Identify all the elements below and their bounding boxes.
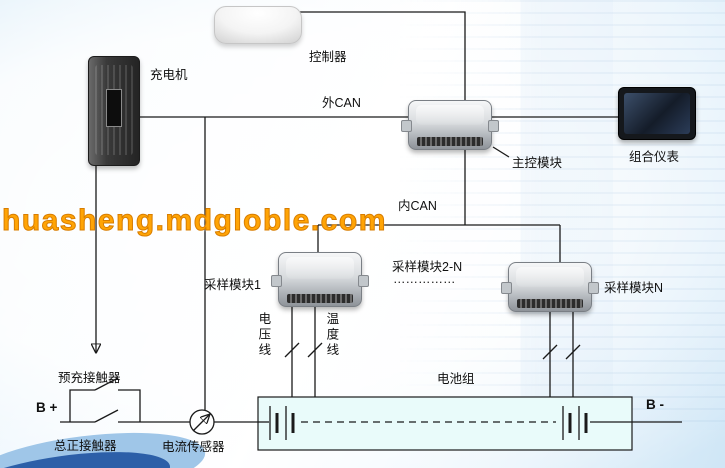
ext-can-label: 外CAN [322,96,361,110]
mounting-ear-icon [358,274,369,287]
b-plus-label: B + [36,400,58,415]
current-sensor-label: 电流传感器 [162,440,225,454]
main-module-pointer-line [492,146,510,158]
controller-label: 控制器 [309,50,347,64]
mounting-ear-icon [401,120,412,132]
temperature-line-label: 温度线 [324,312,339,359]
voltage-line-label: 电压线 [256,312,271,359]
sampling-module-n-device [501,262,599,312]
battery-cell-symbols [258,406,682,440]
sampling-module-1-label: 采样模块1 [204,278,261,292]
precharge-contactor-label: 预充接触器 [58,371,121,385]
b-minus-label: B - [646,397,664,412]
sampling-module-n-label: 采样模块N [604,281,664,295]
instrument-cluster-device [618,87,696,140]
charger-label: 充电机 [150,68,188,82]
current-sensor-symbol [189,409,215,435]
voltage-temp-wires-moduleN [542,312,581,397]
battery-pack-box [257,396,633,451]
main-module-label: 主控模块 [512,156,563,170]
main-positive-contactor-label: 总正接触器 [54,439,117,453]
instrument-cluster-label: 组合仪表 [629,150,680,164]
watermark-text: huasheng.mdgloble.com [2,204,387,238]
charger-device [88,56,140,166]
battery-pack-label: 电池组 [437,372,475,386]
sampling-module-1-device [271,252,369,307]
controller-to-main-line [300,11,466,100]
sampling-module-2n-label: 采样模块2-N [392,260,463,274]
mounting-ear-icon [488,120,499,132]
sampling-dots: …………… [393,272,456,286]
mounting-ear-icon [588,282,599,294]
main-control-module-device [401,100,499,150]
mounting-ear-icon [501,282,512,294]
controller-device [214,6,302,44]
voltage-temp-wires-module1 [284,307,323,397]
int-can-label: 内CAN [398,199,437,213]
precharge-contactor-symbol [69,377,141,422]
mounting-ear-icon [271,274,282,287]
main-positive-contactor-symbol [60,409,190,423]
